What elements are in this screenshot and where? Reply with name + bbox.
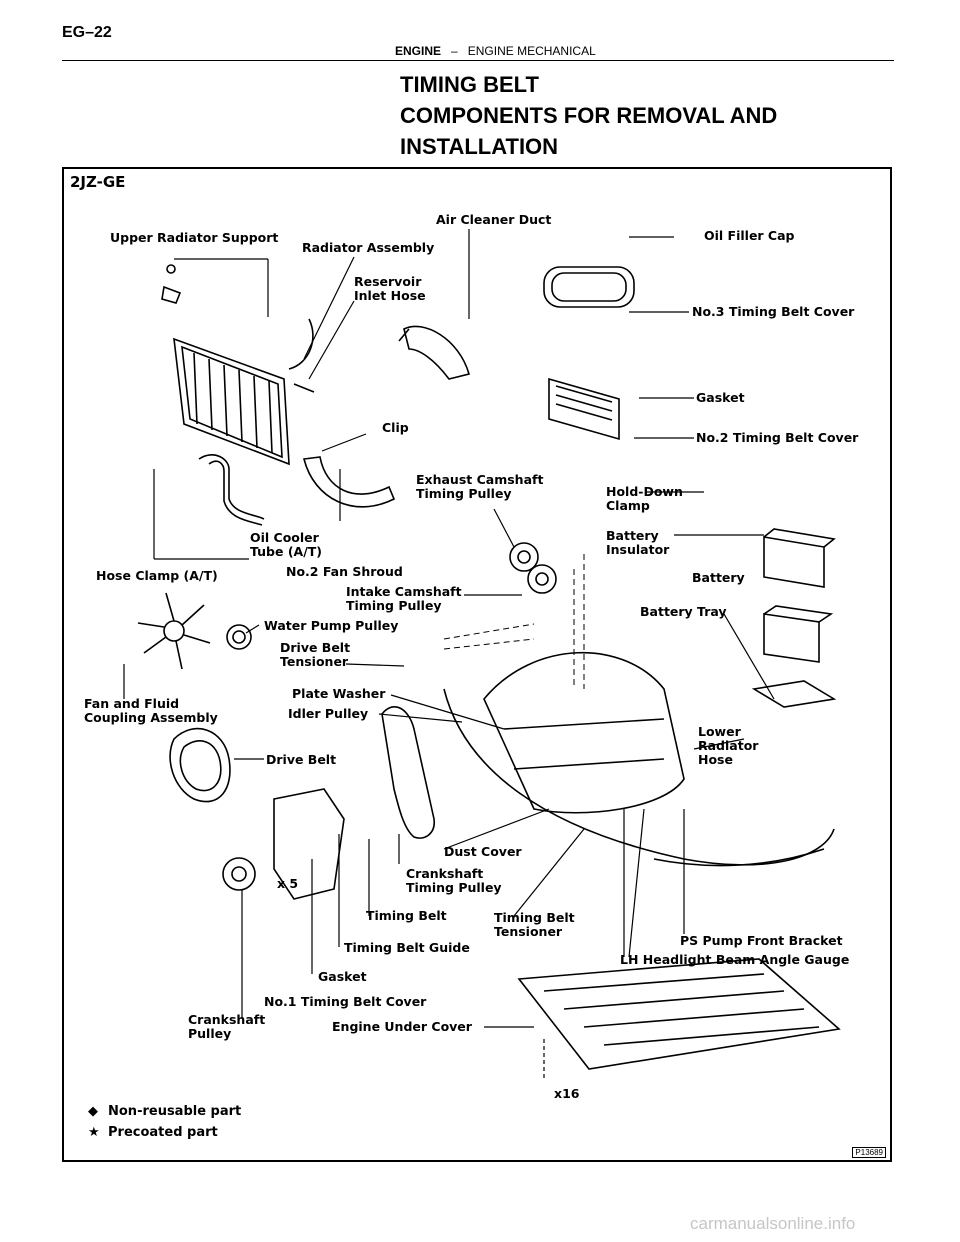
label-x5-count: x 5 (277, 876, 299, 891)
legend-non-reusable: ◆ Non-reusable part (88, 1104, 241, 1119)
label-dust-cover: Dust Cover (444, 844, 522, 859)
label-no2-fan-shroud: No.2 Fan Shroud (286, 564, 403, 579)
legend-text: Non-reusable part (108, 1104, 242, 1119)
label-air-cleaner-duct: Air Cleaner Duct (436, 212, 552, 227)
fan-drawing (137, 592, 211, 670)
label-drive-belt: Drive Belt (266, 752, 337, 767)
front-bumper (443, 688, 835, 867)
label-water-pump-pulley: Water Pump Pulley (264, 618, 399, 633)
subsection-name: ENGINE MECHANICAL (467, 44, 596, 58)
title-line-2: COMPONENTS FOR REMOVAL AND (400, 103, 778, 128)
timing-belt-drawing (381, 706, 435, 839)
watermark: carmanualsonline.info (690, 1214, 856, 1233)
label-idler-pulley: Idler Pulley (288, 706, 369, 721)
label-timing-belt-guide: Timing Belt Guide (344, 940, 470, 955)
engine-drawing (483, 651, 685, 814)
label-intake-camshaft-pulley: Intake Camshaft Timing Pulley (346, 584, 462, 613)
label-no1-timing-belt-cover: No.1 Timing Belt Cover (264, 994, 427, 1009)
label-upper-radiator-support: Upper Radiator Support (110, 230, 279, 245)
camshaft-pulleys (509, 542, 557, 594)
label-gasket-bottom: Gasket (318, 969, 367, 984)
title-line-3: INSTALLATION (400, 134, 559, 159)
label-battery-tray: Battery Tray (640, 604, 727, 619)
diagram-drawing (123, 229, 841, 1081)
label-clip: Clip (382, 420, 409, 435)
page-number: EG–22 (62, 24, 112, 41)
label-oil-cooler-tube: Oil Cooler Tube (A/T) (250, 530, 323, 559)
label-no3-timing-belt-cover: No.3 Timing Belt Cover (692, 304, 855, 319)
engine-under-cover (517, 958, 841, 1070)
drive-belt-drawing (169, 727, 231, 803)
crankshaft-pulley-drawing (222, 857, 256, 891)
no3-cover (543, 266, 635, 308)
label-x16-count: x16 (554, 1086, 580, 1101)
label-lower-radiator-hose: Lower Radiator Hose (698, 724, 759, 767)
diamond-icon: ◆ (88, 1104, 98, 1119)
no2-cover (548, 377, 620, 441)
label-lh-headlight-gauge: LH Headlight Beam Angle Gauge (620, 952, 850, 967)
legend-text: Precoated part (108, 1125, 218, 1140)
label-battery: Battery (692, 570, 745, 585)
label-fan-coupling-assembly: Fan and Fluid Coupling Assembly (84, 696, 218, 725)
label-hose-clamp: Hose Clamp (A/T) (96, 568, 218, 583)
figure-id: P13689 (852, 1147, 886, 1158)
label-plate-washer: Plate Washer (292, 686, 386, 701)
label-reservoir-inlet-hose: Reservoir Inlet Hose (354, 274, 426, 303)
running-header: ENGINE – ENGINE MECHANICAL (395, 44, 596, 58)
label-crankshaft-timing-pulley: Crankshaft Timing Pulley (406, 866, 502, 895)
label-ps-pump-front-bracket: PS Pump Front Bracket (680, 933, 843, 948)
label-oil-filler-cap: Oil Filler Cap (704, 228, 795, 243)
label-hold-down-clamp: Hold-Down Clamp (606, 484, 683, 513)
label-radiator-assembly: Radiator Assembly (302, 240, 435, 255)
water-pump-pulley (226, 624, 252, 650)
components-diagram: 2JZ-GE Upper Radiator Support Radiator A… (62, 167, 892, 1162)
battery-tray (751, 680, 837, 708)
header-rule (62, 60, 894, 61)
oil-cooler-tube (198, 454, 265, 526)
label-no2-timing-belt-cover: No.2 Timing Belt Cover (696, 430, 859, 445)
star-icon: ★ (88, 1125, 100, 1140)
label-gasket-top: Gasket (696, 390, 745, 405)
title-line-1: TIMING BELT (400, 72, 539, 97)
label-engine-under-cover: Engine Under Cover (332, 1019, 472, 1034)
dashed-guides (443, 554, 585, 689)
header-separator: – (451, 44, 458, 58)
label-drive-belt-tensioner: Drive Belt Tensioner (280, 640, 351, 669)
fan-shroud (303, 456, 396, 508)
label-battery-insulator: Battery Insulator (606, 528, 670, 557)
label-timing-belt-tensioner: Timing Belt Tensioner (494, 910, 575, 939)
radiator-drawing (173, 318, 315, 466)
leader-lines (123, 229, 775, 1081)
label-exhaust-camshaft-pulley: Exhaust Camshaft Timing Pulley (416, 472, 544, 501)
battery-drawing (763, 528, 836, 663)
engine-model-label: 2JZ-GE (70, 173, 126, 191)
air-cleaner-duct (398, 325, 470, 380)
label-crankshaft-pulley: Crankshaft Pulley (188, 1012, 266, 1041)
section-name: ENGINE (395, 44, 442, 58)
radiator-support-bracket (161, 264, 182, 304)
legend-precoated: ★ Precoated part (88, 1125, 218, 1140)
no1-cover (273, 788, 345, 900)
label-timing-belt: Timing Belt (366, 908, 447, 923)
